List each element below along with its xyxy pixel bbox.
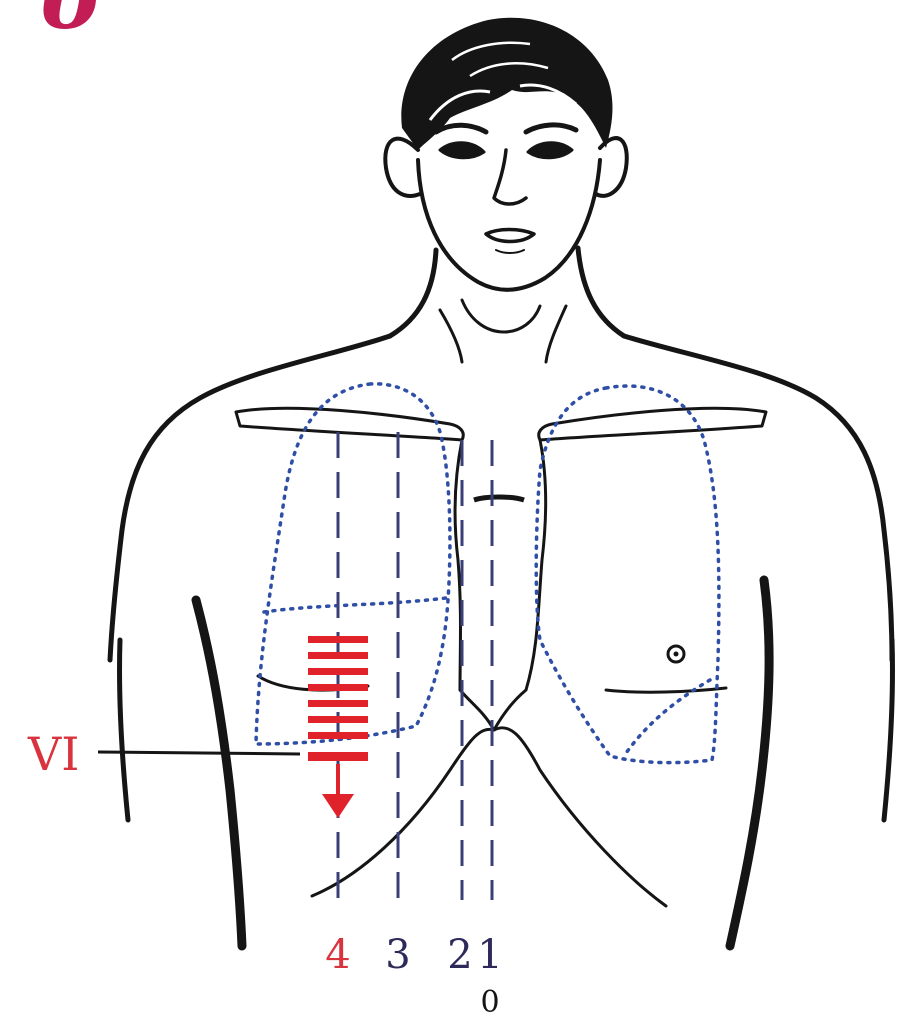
percussion-bar [308,652,368,659]
panel-letter: б [40,0,104,49]
nipple-dot [674,652,679,657]
line-label-4: 4 [325,932,350,978]
percussion-marks [308,636,368,761]
down-arrow-icon [322,764,354,818]
percussion-bar [308,700,368,707]
line-label-2: 2 [447,932,472,978]
percussion-bar [308,636,368,643]
percussion-bar [308,752,368,761]
intercostal-pointer-line [98,752,300,754]
percussion-bar [308,732,368,739]
midline-label: 0 [480,985,499,1020]
intercostal-label: VI [27,727,79,781]
left-lung-outline [536,386,719,763]
hair [401,18,612,150]
right-lung-fissure [264,598,446,612]
percussion-bar [308,716,368,723]
percussion-bar [308,684,368,691]
sternum [455,440,546,690]
line-labels: 4 3 2 1 0 [325,932,502,1020]
percussion-bar [308,668,368,675]
line-label-3: 3 [385,932,410,978]
torso-outline [110,248,893,946]
line-label-1: 1 [477,932,502,978]
face-features [436,125,576,253]
